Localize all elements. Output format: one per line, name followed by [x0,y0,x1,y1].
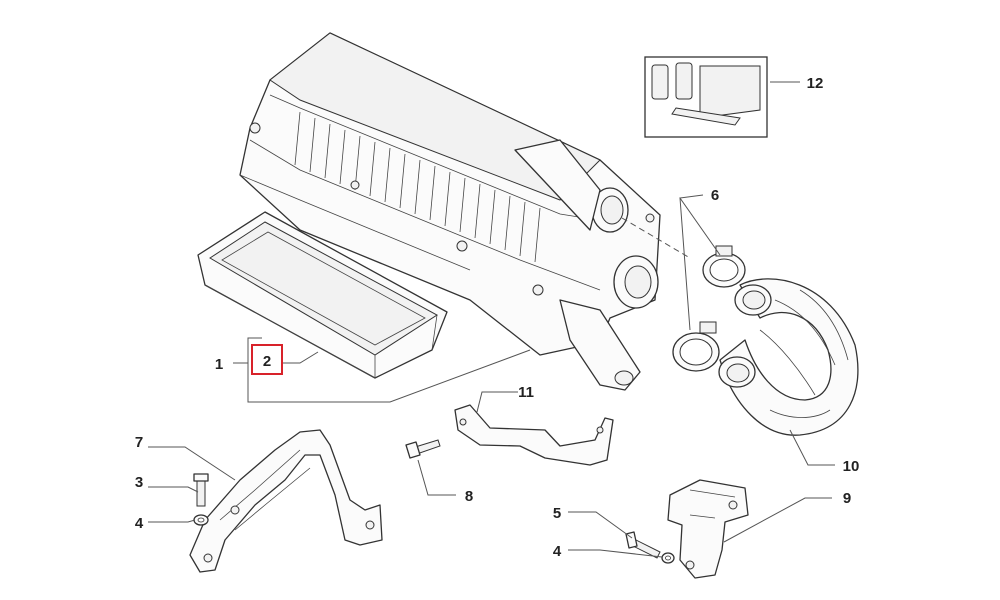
callout-2-highlight-box [251,344,283,375]
callout-7[interactable]: 7 [135,434,143,451]
intake-hose [718,278,859,436]
callout-2[interactable]: 2 [263,353,271,370]
callout-11[interactable]: 11 [518,384,534,401]
callout-12[interactable]: 12 [807,75,824,92]
callout-3[interactable]: 3 [135,474,143,491]
strap-bracket [454,404,614,466]
air-filter-housing [239,32,661,391]
mounting-bracket-9 [625,479,749,579]
callout-1[interactable]: 1 [215,356,223,373]
callout-10[interactable]: 10 [843,458,860,475]
callout-6[interactable]: 6 [711,187,719,204]
air-filter-element [197,211,448,379]
callout-8[interactable]: 8 [465,488,473,505]
hose-clamps [672,245,746,372]
leader-lines [148,81,835,558]
callout-5[interactable]: 5 [553,505,561,522]
callout-4-left[interactable]: 4 [135,515,144,532]
filter-kit-box [644,56,768,138]
callout-4-right[interactable]: 4 [553,543,562,560]
bolt-8 [405,439,441,459]
mounting-bracket-7 [189,429,383,573]
callout-labels: 1 2 3 4 4 5 6 7 8 9 10 11 12 [135,75,860,560]
bolt-3-and-washer [193,473,209,526]
callout-9[interactable]: 9 [843,490,851,507]
